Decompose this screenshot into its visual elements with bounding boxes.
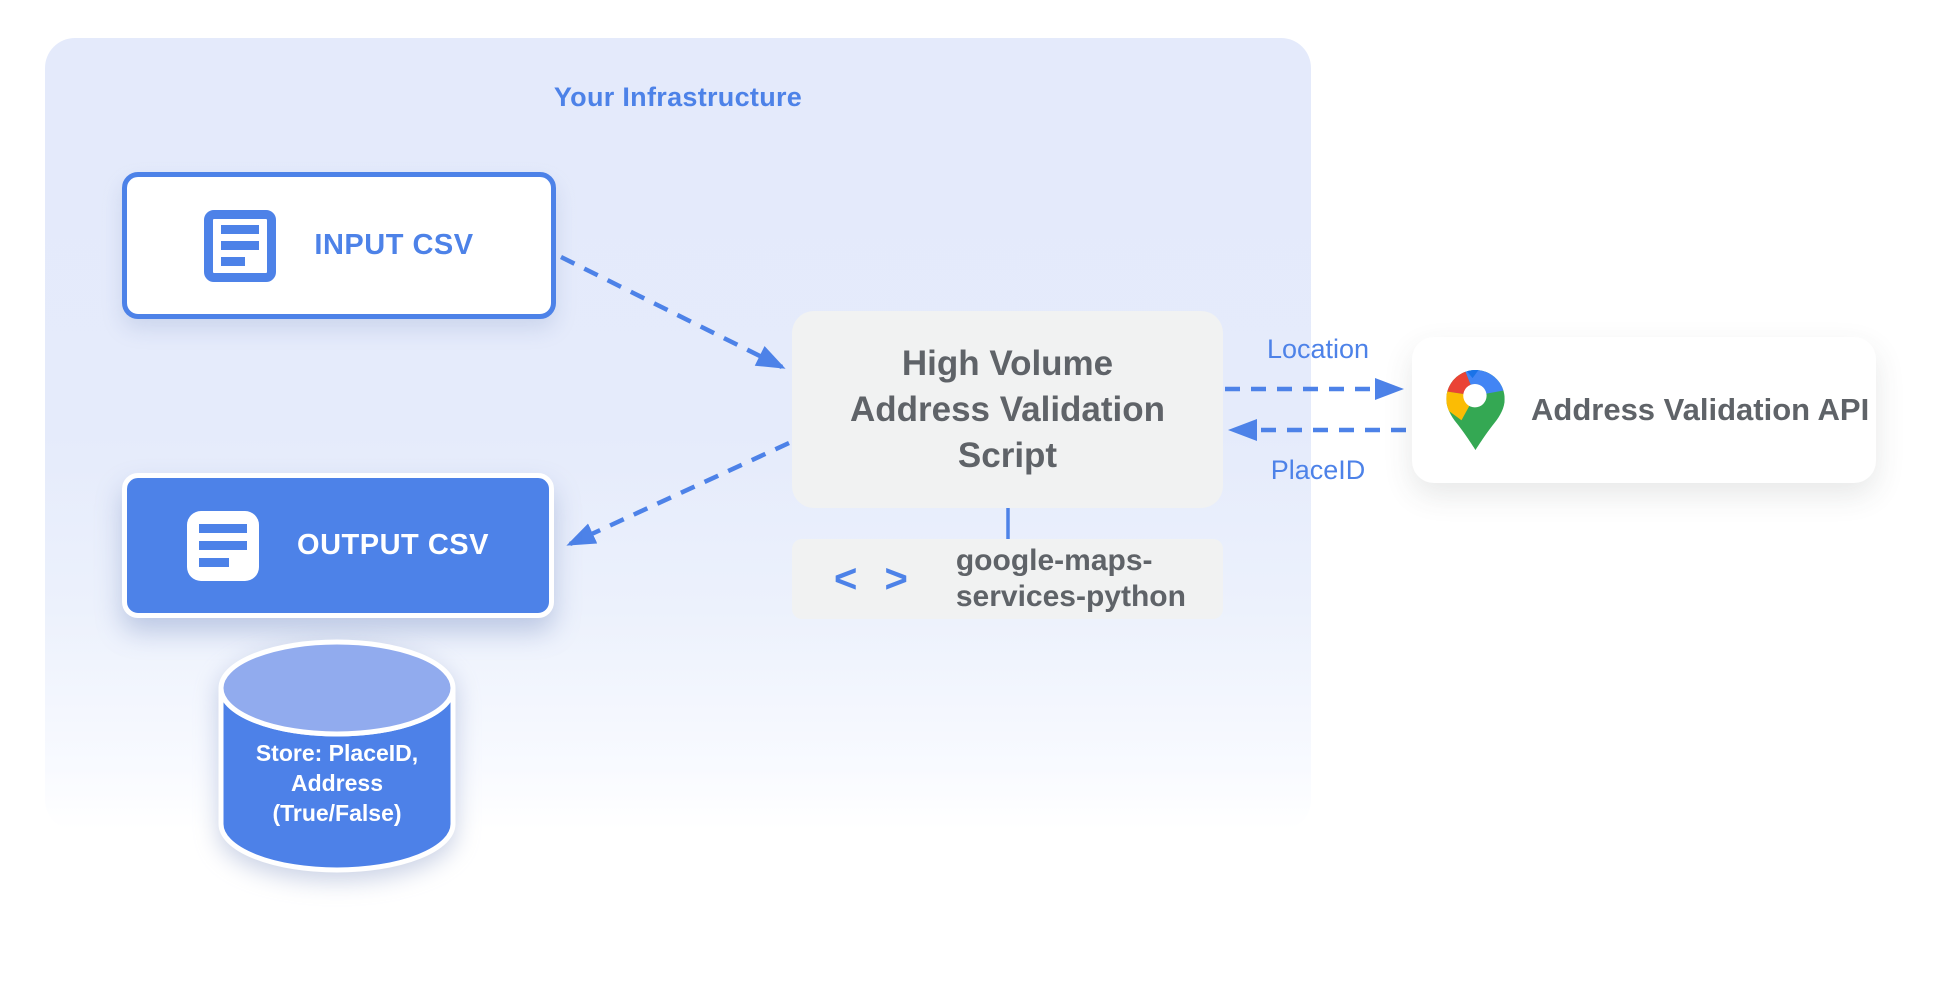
datastore-label-line: (True/False) — [272, 800, 402, 826]
datastore-cylinder-top — [218, 639, 456, 737]
document-icon-line — [199, 541, 248, 550]
infrastructure-title: Your Infrastructure — [553, 82, 803, 112]
script-label-line: Script — [957, 435, 1058, 475]
document-icon-line — [221, 241, 260, 250]
library-label: google-maps- services-python — [956, 543, 1186, 615]
placeid-label: PlaceID — [1270, 455, 1366, 485]
google-maps-pin-icon — [1446, 370, 1505, 450]
document-icon — [204, 209, 277, 282]
datastore-label: Store: PlaceID, Address (True/False) — [213, 738, 461, 828]
input-csv-label: INPUT CSV — [314, 229, 474, 261]
output-csv-label: OUTPUT CSV — [297, 529, 489, 561]
output-csv-node: OUTPUT CSV — [122, 473, 554, 618]
script-node: High Volume Address Validation Script — [792, 311, 1223, 508]
document-icon-line — [221, 225, 260, 234]
api-label: Address Validation API — [1531, 392, 1870, 427]
datastore-label-line: Address — [290, 770, 384, 796]
code-icon: < > — [834, 556, 916, 601]
script-label-line: Address Validation — [849, 389, 1166, 429]
document-icon-line — [221, 257, 245, 266]
datastore-label-line: Store: PlaceID, — [255, 740, 419, 766]
library-label-line: services-python — [955, 580, 1186, 613]
library-node: < > google-maps- services-python — [792, 539, 1223, 619]
script-label-line: High Volume — [901, 343, 1114, 383]
input-csv-node: INPUT CSV — [122, 172, 556, 319]
library-label-line: google-maps- — [955, 544, 1153, 577]
location-label: Location — [1266, 334, 1370, 364]
api-node: Address Validation API — [1412, 337, 1876, 483]
document-icon-line — [199, 558, 229, 567]
document-icon-line — [199, 524, 248, 533]
document-icon — [187, 510, 260, 581]
datastore-cylinder — [218, 639, 456, 873]
